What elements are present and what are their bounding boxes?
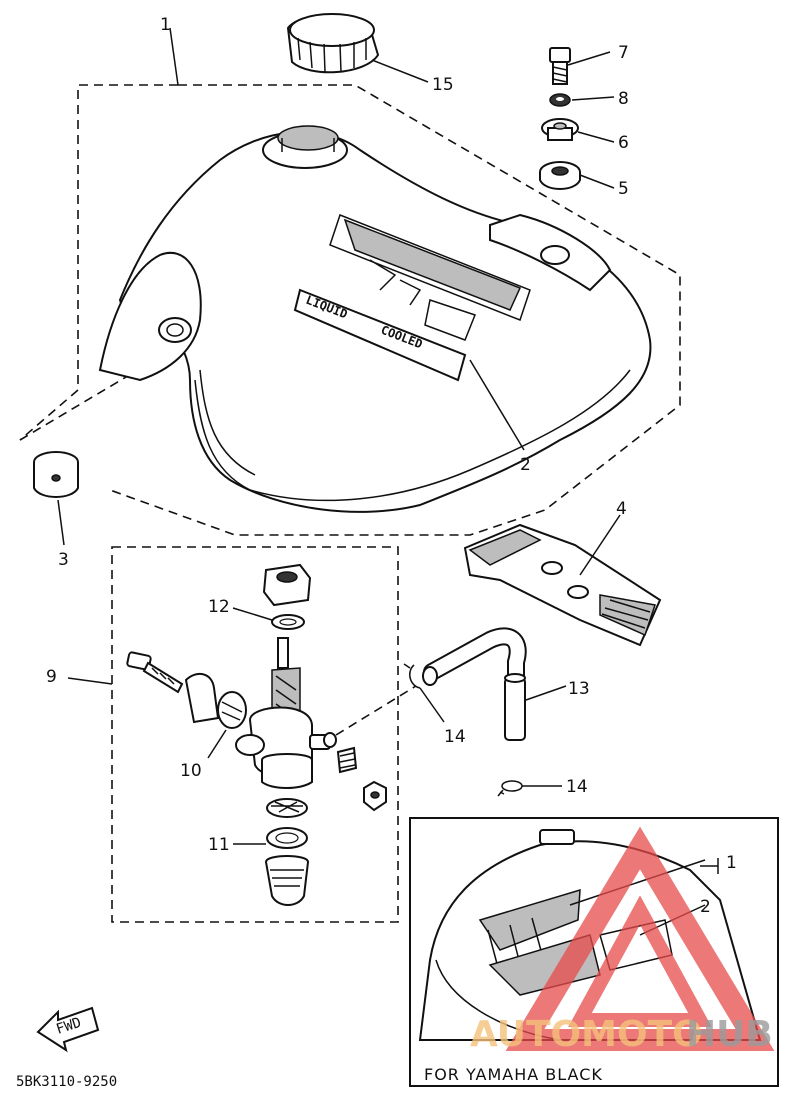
screw (126, 651, 184, 694)
cock-seal-ring (266, 827, 308, 849)
watermark-text-hub: HUB (686, 1014, 773, 1055)
callout-10: 10 (180, 761, 202, 781)
hose-clip (403, 663, 421, 689)
fuel-cap (286, 13, 380, 74)
callout-15: 15 (432, 75, 454, 95)
callout-9: 9 (46, 667, 57, 687)
lever-plate (184, 672, 220, 724)
lock-washer (549, 93, 571, 107)
callout-3: 3 (58, 550, 69, 570)
callout-2: 2 (520, 455, 531, 475)
diagram-code: 5BK3110-9250 (16, 1074, 117, 1090)
cock-spring (336, 746, 358, 774)
callout-14-upper: 14 (444, 727, 466, 747)
callout-4: 4 (616, 499, 627, 519)
cock-nut (262, 563, 312, 607)
cock-gasket (217, 691, 247, 729)
callout-11: 11 (208, 835, 230, 855)
strainer (266, 798, 308, 818)
callout-14-lower: 14 (566, 777, 588, 797)
callout-5: 5 (618, 179, 629, 199)
fitting-band (463, 523, 662, 647)
callout-7: 7 (618, 43, 629, 63)
cock-o-ring (271, 614, 305, 630)
callout-8: 8 (618, 89, 629, 109)
watermark-logo (505, 826, 775, 1051)
leader-lines (57, 27, 621, 845)
fwd-label: FWD (54, 1015, 83, 1038)
callout-13: 13 (568, 679, 590, 699)
callout-6: 6 (618, 133, 629, 153)
cock-knob (363, 780, 387, 812)
fuel-hose (422, 627, 527, 741)
damper (539, 161, 581, 190)
fuel-tank (98, 125, 652, 513)
tank-damper-rubber (33, 451, 79, 498)
collar (541, 118, 579, 141)
hose-clip (497, 780, 523, 797)
cock-cup (261, 753, 313, 789)
bolt (549, 47, 571, 85)
inset-callout-1: 1 (726, 853, 737, 873)
inset-caption: FOR YAMAHA BLACK (424, 1065, 603, 1084)
callout-1: 1 (160, 15, 171, 35)
callout-12: 12 (208, 597, 230, 617)
watermark-text-automoto: AUTOMOTO (470, 1014, 703, 1055)
fuel-cock-group-boundary (111, 546, 399, 923)
fuel-cup (264, 855, 310, 906)
fwd-arrow-icon (36, 1006, 100, 1053)
inset-callout-2: 2 (700, 897, 711, 917)
